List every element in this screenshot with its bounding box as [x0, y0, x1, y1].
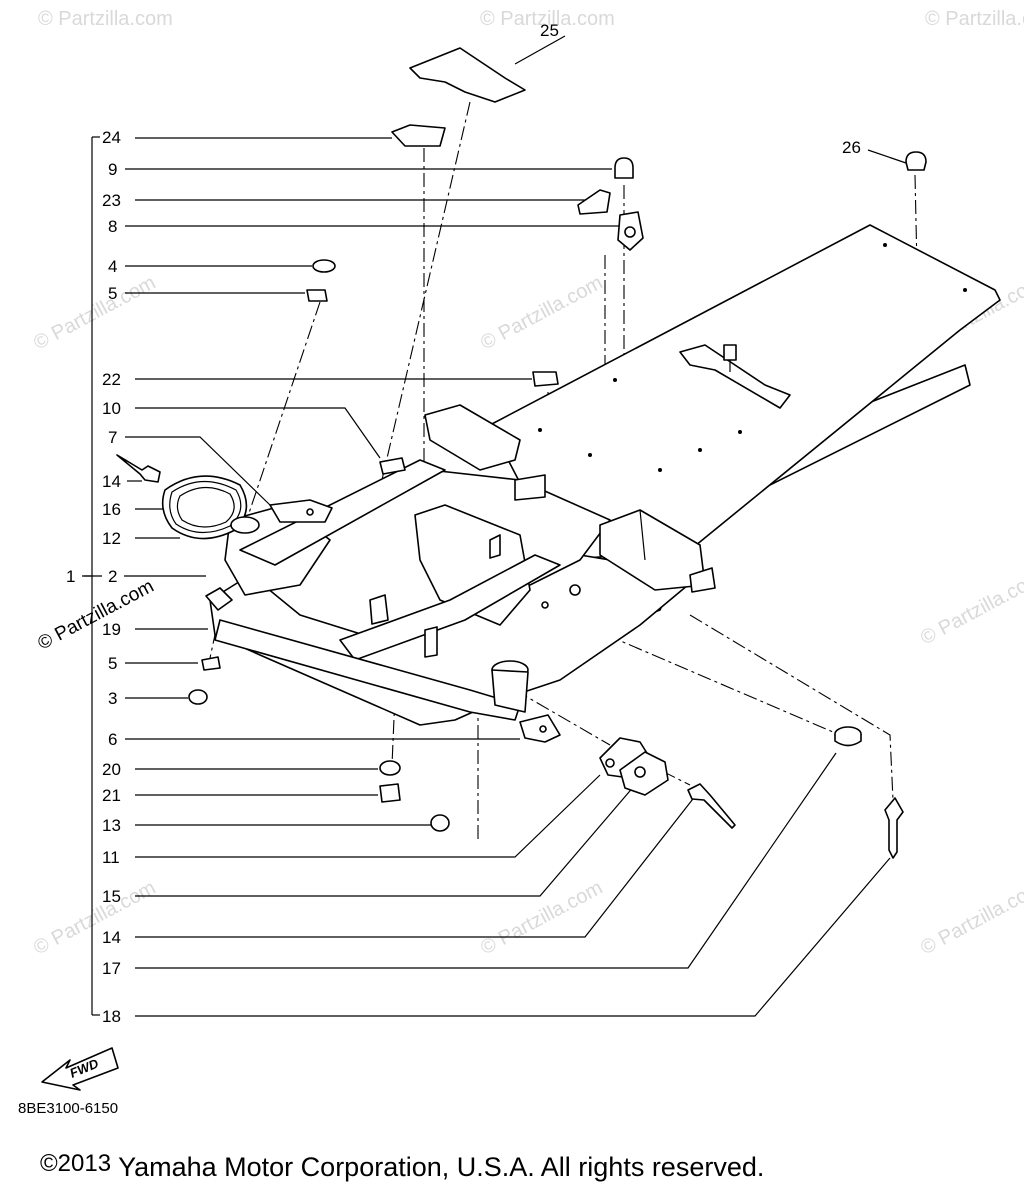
part-5-bushing: [201, 656, 221, 671]
watermark: © Partzilla.com: [480, 8, 615, 30]
part-25-cover: [409, 47, 526, 103]
watermark-dark: © Partzilla.com: [34, 576, 157, 655]
frame-assembly: [209, 224, 1001, 726]
callout-6: 6: [108, 730, 117, 749]
callout-10: 10: [102, 399, 121, 418]
watermark: © Partzilla.com: [30, 272, 159, 355]
callout-11: 11: [102, 848, 120, 867]
part-3-collar: [188, 689, 208, 705]
lower-rail: [214, 619, 521, 721]
callout-2: 2: [108, 567, 117, 586]
part-14-rivet: [116, 454, 161, 483]
callout-3: 3: [108, 689, 117, 708]
watermark: © Partzilla.com: [477, 272, 606, 355]
part-22-block: [532, 371, 559, 387]
part-14-rivet: [687, 783, 736, 829]
callout-12: 12: [102, 529, 121, 548]
part-10-block: [379, 457, 406, 475]
callout-20: 20: [102, 760, 121, 779]
callout-21: 21: [102, 786, 121, 805]
part-5-bushing: [306, 289, 328, 302]
callout-22: 22: [102, 370, 121, 389]
callout-5: 5: [108, 654, 117, 673]
seat-rail: [679, 344, 791, 409]
watermark: © Partzilla.com: [917, 877, 1024, 960]
callout-25: 25: [540, 21, 559, 40]
callout-18: 18: [102, 1007, 121, 1026]
copyright-notice: ©2013 Yamaha Motor Corporation, U.S.A. A…: [40, 1150, 764, 1183]
part-24-pad: [391, 124, 446, 147]
diagram-code: 8BE3100-6150: [18, 1100, 119, 1117]
callout-23: 23: [102, 191, 121, 210]
watermark: © Partzilla.com: [917, 567, 1024, 650]
watermark: © Partzilla.com: [925, 8, 1024, 30]
part-21-sleeve: [379, 783, 401, 803]
watermark: © Partzilla.com: [30, 877, 159, 960]
callout-8: 8: [108, 217, 117, 236]
callout-16: 16: [102, 500, 121, 519]
watermark: © Partzilla.com: [38, 8, 173, 30]
part-9-cap: [614, 157, 634, 179]
leader-lines: [82, 35, 907, 1017]
callout-17: 17: [102, 959, 121, 978]
front-frame-tube: [239, 459, 446, 566]
callout-26: 26: [842, 138, 861, 157]
callout-15: 15: [102, 887, 121, 906]
copyright-year: ©2013: [40, 1150, 112, 1177]
watermark: © Partzilla.com: [477, 877, 606, 960]
rear-rail-box: [424, 404, 521, 471]
part-4-grommet: [312, 259, 336, 273]
callout-7: 7: [108, 428, 117, 447]
callout-13: 13: [102, 816, 121, 835]
copyright-text: Yamaha Motor Corporation, U.S.A. All rig…: [118, 1152, 765, 1182]
loose-parts: [116, 47, 927, 859]
callout-5: 5: [108, 284, 117, 303]
part-18-rivet: [884, 797, 904, 859]
callout-4: 4: [108, 257, 117, 276]
part-12-grommet: [230, 516, 260, 534]
callout-1: 1: [66, 567, 75, 586]
part-13-washer: [430, 814, 450, 832]
part-26-plug: [905, 151, 927, 171]
callout-19: 19: [102, 620, 121, 639]
callout-24: 24: [102, 128, 121, 147]
part-7-bracket: [269, 499, 333, 523]
part-19-stay: [205, 587, 233, 611]
callout-9: 9: [108, 160, 117, 179]
callout-14: 14: [102, 472, 121, 491]
part-20-collar: [379, 760, 401, 776]
callout-labels: 25 26 24 9 23 8 4 5 22 10 7 14 16 12 1 2…: [66, 21, 861, 1026]
part-23-plate: [577, 189, 611, 215]
callout-14: 14: [102, 928, 121, 947]
fwd-arrow: FWD: [41, 1047, 119, 1091]
